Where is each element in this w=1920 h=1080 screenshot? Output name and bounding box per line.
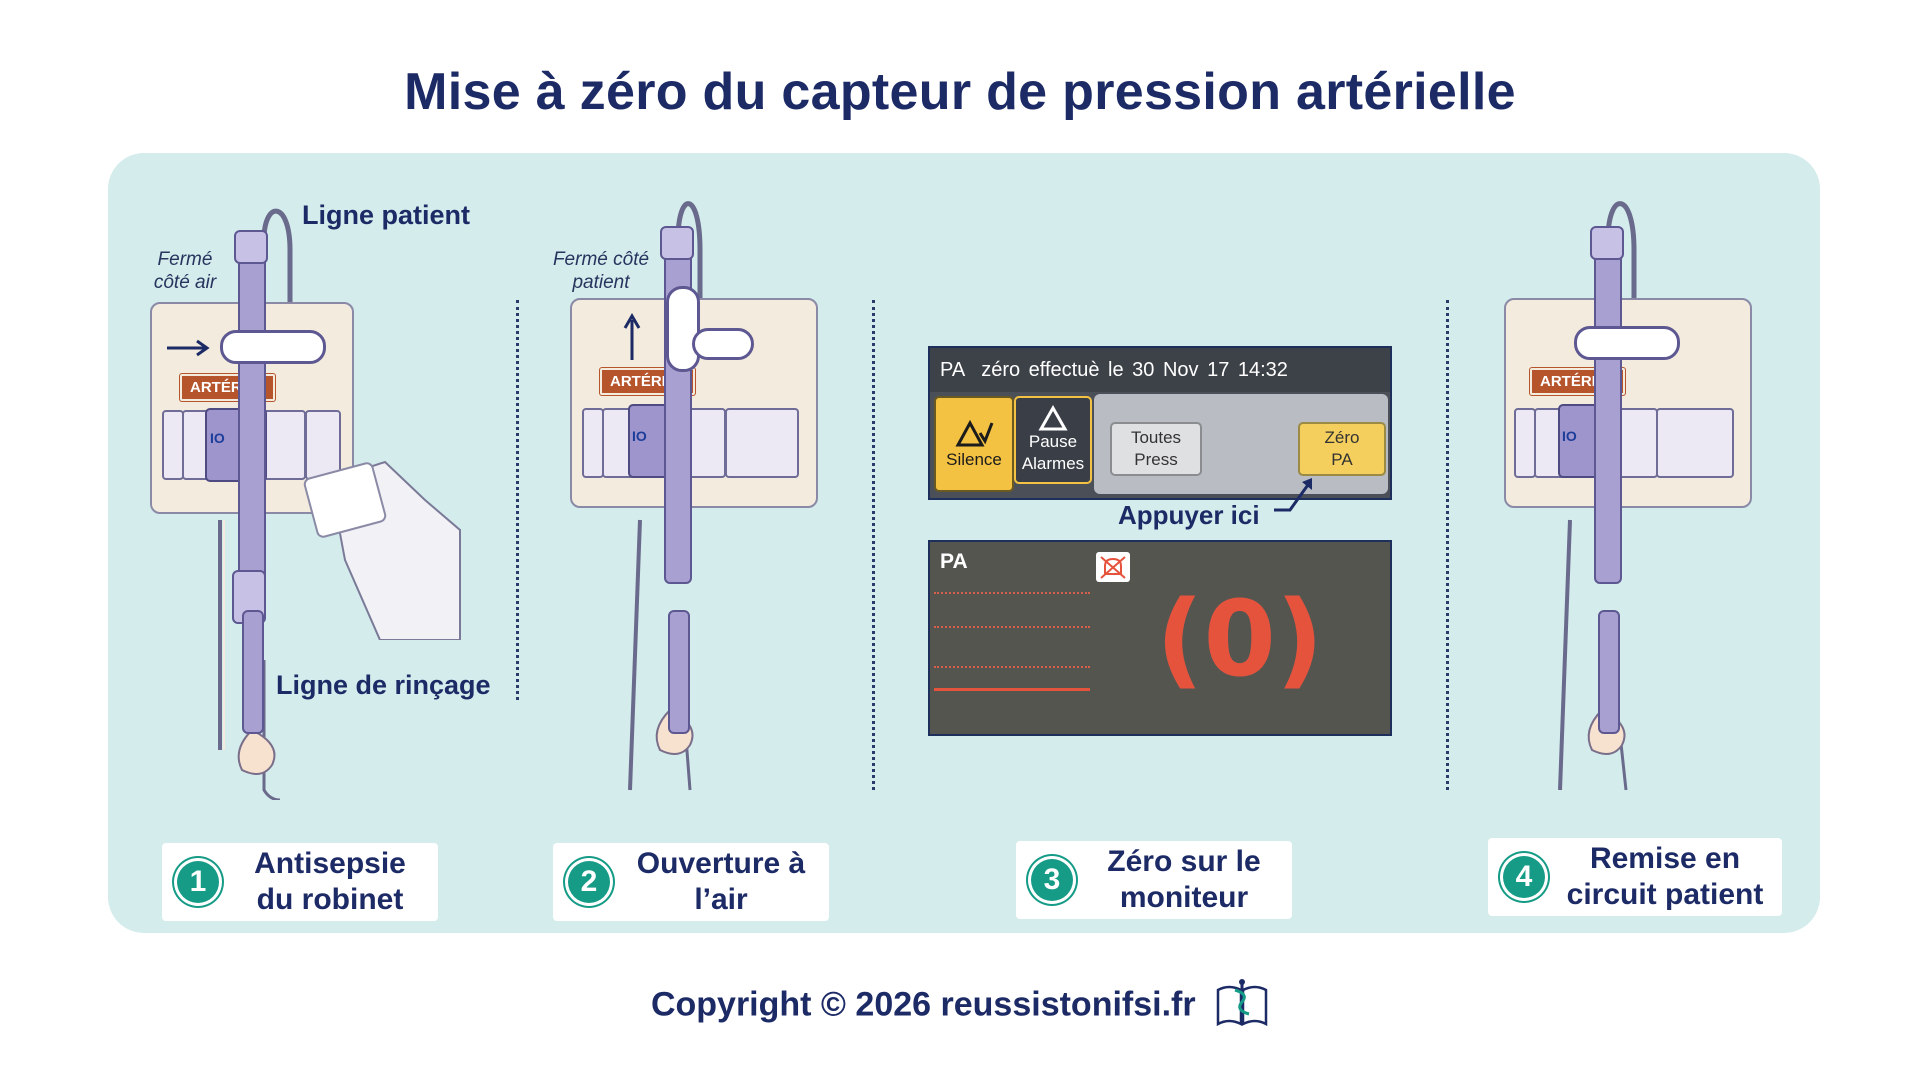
monitor-toolbar: PA zéro effectuè le 30 Nov 17 14:32 Sile…	[928, 346, 1392, 500]
tube-lower-4	[1598, 610, 1620, 734]
patient-line-loop	[218, 208, 293, 800]
note-ferme-cote-patient: Fermé côté patient	[552, 249, 650, 293]
step-2-label: Ouverture à l’air	[636, 847, 806, 916]
connector-top-2	[660, 226, 694, 260]
brand-mark-2: IO	[632, 428, 647, 444]
transducer-device-2: ARTÉRIEL IO	[560, 190, 850, 800]
transducer-device-4: ARTÉRIEL IO	[1496, 190, 1786, 800]
stopcock-handle[interactable]	[220, 330, 326, 364]
tube-lower	[242, 610, 264, 734]
callout-appuyer-ici: Appuyer ici	[1118, 500, 1260, 530]
zero-pa-label: Zéro PA	[1324, 428, 1360, 469]
all-pressures-label: Toutes Press	[1130, 428, 1182, 469]
main-tube-2	[664, 230, 692, 584]
divider-2	[872, 300, 875, 790]
pressure-value: (0)	[1156, 578, 1324, 700]
brand-mark: IO	[210, 430, 225, 446]
step-4: 4 Remise en circuit patient	[1488, 838, 1782, 916]
clip-left	[162, 410, 184, 480]
connector-top	[234, 230, 268, 264]
gloved-hand-with-compress	[290, 440, 470, 645]
clip-4a	[1514, 408, 1536, 478]
zero-pa-button[interactable]: Zéro PA	[1298, 422, 1386, 476]
connector-top-4	[1590, 226, 1624, 260]
header-status: zéro effectuè le 30 Nov 17 14:32	[981, 358, 1288, 381]
clip-2a	[582, 408, 604, 478]
stopcock-handle-2[interactable]	[666, 286, 700, 372]
monitor-waveform: PA (0)	[928, 540, 1392, 736]
arrow-pointer-icon	[1274, 478, 1312, 512]
clip-right	[305, 410, 341, 480]
clip-4c	[1656, 408, 1734, 478]
silence-label: Silence	[946, 450, 1002, 469]
warning-check-icon	[955, 419, 994, 447]
page-title: Mise à zéro du capteur de pression artér…	[404, 63, 1516, 121]
silence-button[interactable]: Silence	[934, 396, 1014, 492]
waveform-label: PA	[940, 550, 968, 573]
pause-alarms-button[interactable]: Pause Alarmes	[1014, 396, 1092, 484]
monitor-header: PA zéro effectuè le 30 Nov 17 14:32	[930, 348, 1390, 392]
step-1: 1 Antisepsie du robinet	[162, 843, 438, 921]
step-3: 3 Zéro sur le moniteur	[1016, 841, 1292, 919]
stopcock-handle-4[interactable]	[1574, 326, 1680, 360]
all-pressures-button[interactable]: Toutes Press	[1110, 422, 1202, 476]
warning-icon	[1038, 405, 1068, 431]
step-1-label: Antisepsie du robinet	[254, 847, 406, 916]
arrow-right-icon	[167, 339, 210, 357]
scale-line-3	[934, 666, 1090, 668]
footer: Copyright © 2026 reussistonifsi.fr	[0, 976, 1920, 1037]
divider-3	[1446, 300, 1449, 790]
main-tube-4	[1594, 230, 1622, 584]
brand-mark-4: IO	[1562, 428, 1577, 444]
step-4-label: Remise en circuit patient	[1566, 842, 1764, 911]
callout-ligne-patient: Ligne patient	[302, 200, 470, 230]
step-2-number: 2	[565, 858, 613, 906]
step-4-number: 4	[1500, 853, 1548, 901]
step-3-label: Zéro sur le moniteur	[1107, 845, 1261, 914]
zero-waveform-line	[934, 688, 1090, 691]
alarm-muted-icon	[1096, 552, 1130, 582]
tube-lower-2	[668, 610, 690, 734]
pause-alarms-label: Pause Alarmes	[1021, 432, 1085, 473]
note-ferme-cote-air: Fermé côté air	[153, 249, 217, 293]
clip-2c	[725, 408, 799, 478]
step-3-number: 3	[1028, 856, 1076, 904]
scale-line-1	[934, 592, 1090, 594]
step-2: 2 Ouverture à l’air	[553, 843, 829, 921]
divider-1	[516, 300, 519, 700]
monitor-button-bar: Silence Pause Alarmes Toutes Press Zéro …	[930, 392, 1390, 498]
callout-ligne-rincage: Ligne de rinçage	[276, 670, 491, 700]
step-1-number: 1	[174, 858, 222, 906]
book-caduceus-icon	[1215, 976, 1269, 1037]
copyright-text: Copyright © 2026 reussistonifsi.fr	[650, 985, 1196, 1024]
header-param: PA	[940, 358, 966, 381]
arrow-up-icon	[623, 313, 641, 360]
main-tube	[238, 240, 266, 584]
stopcock-port-2	[692, 328, 754, 360]
scale-line-2	[934, 626, 1090, 628]
